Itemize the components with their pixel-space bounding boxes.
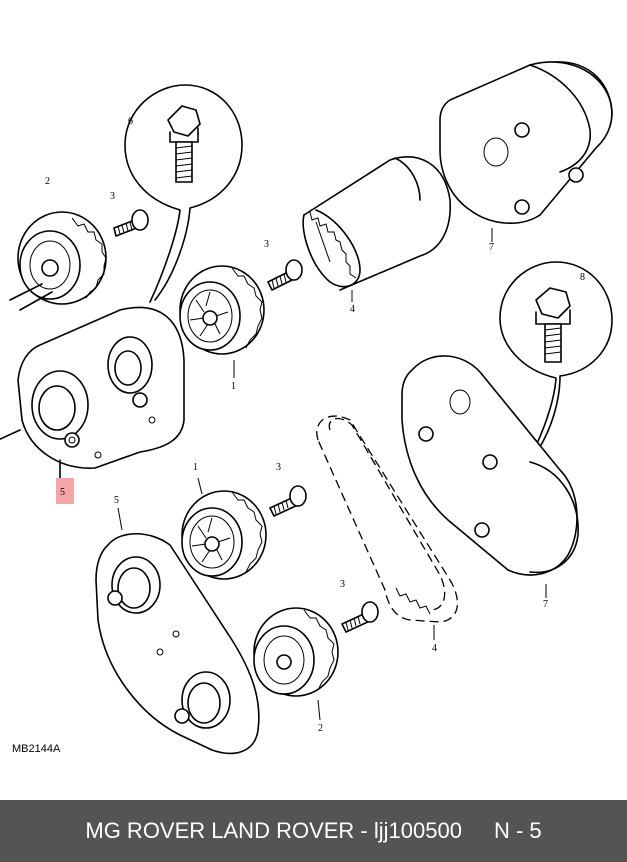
timing-belt-4-upper (302, 156, 451, 302)
callout-1-upper: 1 (231, 381, 236, 392)
callout-7-lower: 7 (543, 599, 548, 610)
callout-7-upper: 7 (489, 242, 494, 253)
bolt-3-lower-middle (269, 485, 307, 517)
callout-3-upper-middle: 3 (264, 239, 269, 250)
callout-2-upper: 2 (45, 176, 50, 187)
camshaft-gear-1-upper (179, 265, 265, 378)
callout-1-lower: 1 (193, 462, 198, 473)
callout-6: 6 (128, 116, 133, 127)
camshaft-gear-2-lower (253, 607, 339, 721)
bolt-detail-callout-8 (499, 261, 613, 451)
callout-4-upper: 4 (350, 304, 355, 315)
callout-3-upper-left: 3 (110, 191, 115, 202)
bolt-3-lower (341, 601, 379, 633)
callout-5-lower: 5 (114, 495, 119, 506)
camshaft-gear-1-lower (181, 477, 267, 580)
bolt-detail-callout-6 (124, 84, 243, 303)
front-cover-7-upper (439, 61, 613, 242)
callout-2-lower: 2 (318, 723, 323, 734)
callout-4-lower: 4 (432, 643, 437, 654)
callout-5-highlight (56, 478, 74, 504)
callout-5-upper: 5 (60, 487, 65, 498)
bolt-3-upper-left (113, 209, 149, 237)
callout-3-lower: 3 (340, 579, 345, 590)
bolt-3-upper-middle (267, 259, 303, 291)
rear-timing-cover-upper (0, 306, 185, 481)
rear-timing-cover-lower (95, 507, 260, 755)
camshaft-gear-2-upper (9, 211, 107, 311)
diagram-position: N - 5 (493, 818, 542, 843)
part-caption-bar: MG ROVER LAND ROVER - ljj100500 N - 5 (0, 800, 627, 862)
front-cover-7-lower (401, 355, 579, 598)
callout-8: 8 (580, 272, 585, 283)
exploded-parts-diagram: 6 2 3 3 1 4 7 8 5 1 3 5 3 4 7 2 MB2144A (0, 61, 613, 755)
drawing-code: MB2144A (12, 743, 61, 755)
timing-belt-4-lower (316, 415, 459, 640)
callout-3-lower-middle: 3 (276, 462, 281, 473)
part-caption: MG ROVER LAND ROVER - ljj100500 (85, 818, 462, 843)
